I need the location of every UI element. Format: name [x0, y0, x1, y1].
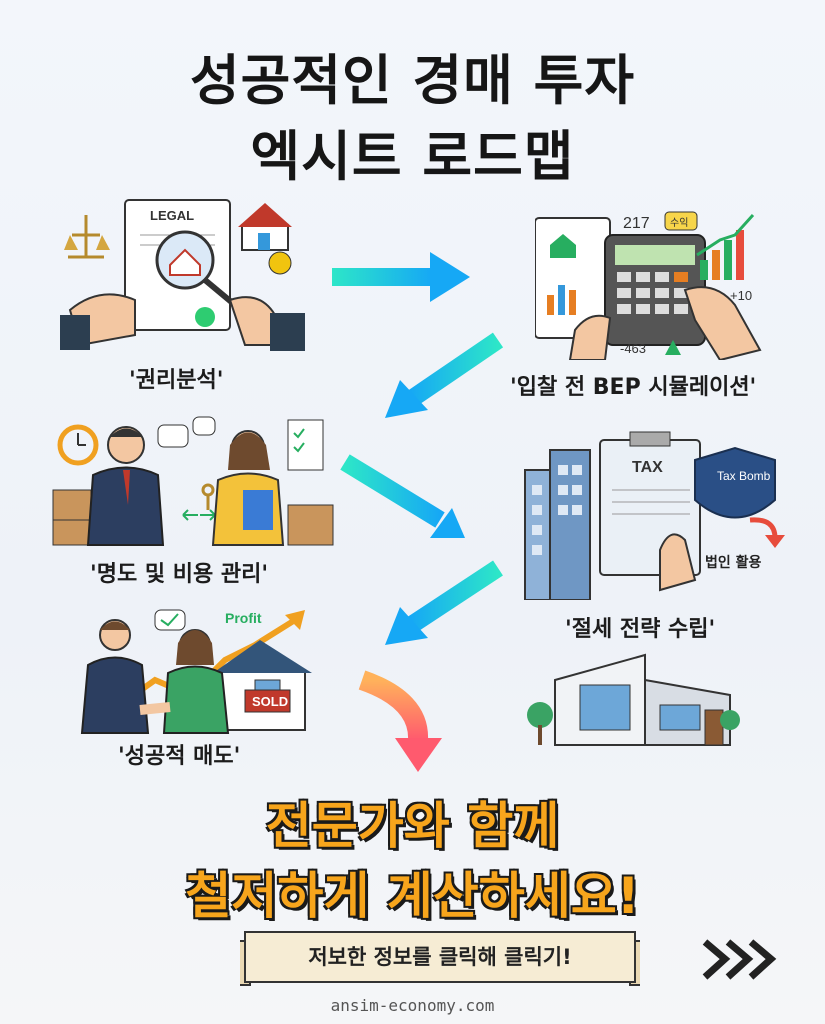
calc-minus: -463 [620, 341, 646, 356]
sold-house-profit-icon: Profit SOLD [80, 609, 312, 734]
arrow-curved-down-icon [358, 670, 442, 772]
step-label-tax-strategy: '절세 전략 수립' [565, 617, 716, 642]
calc-badge: 수익 [670, 217, 688, 229]
cta-part2c: 하세요! [478, 867, 640, 925]
step-label-rights-analysis: '권리분석' [129, 368, 224, 393]
cta-part2b: 계산 [386, 867, 479, 925]
sold-text: SOLD [252, 694, 288, 709]
calc-plus: +10 [730, 288, 752, 303]
legal-document-magnifier-icon: LEGAL [60, 199, 305, 351]
footer-site-url[interactable]: ansim-economy.com [330, 996, 495, 1015]
shield-text: Tax Bomb [717, 469, 771, 483]
step-label-successful-sale: '성공적 매도' [118, 744, 241, 769]
calculator-charts-icon: 217 수익 +10 -463 [535, 211, 762, 360]
legal-text: LEGAL [150, 208, 194, 223]
step-label-bep-simulation: '입찰 전 BEP 시뮬레이션' [510, 375, 757, 400]
page-title-line2: 엑시트 로드맵 [250, 125, 575, 188]
arrow-down-left-icon [385, 332, 504, 418]
profit-text: Profit [225, 610, 262, 626]
info-banner-button[interactable]: 저보한 정보를 클릭해 클릭기! [240, 927, 640, 987]
calc-top-value: 217 [623, 215, 650, 232]
chevron-right-icon[interactable] [700, 937, 780, 982]
step-label-eviction-cost: '명도 및 비용 관리' [90, 562, 269, 587]
flow-arrows [332, 252, 504, 772]
cta-line2: 철저하게 계산하세요! [0, 856, 825, 928]
modern-house-icon [527, 653, 740, 746]
tax-building-icon: TAX Tax Bomb 법인 활용 [524, 431, 785, 600]
corp-text: 법인 활용 [705, 554, 762, 571]
arrow-right-icon [332, 252, 470, 302]
arrow-down-left-icon [385, 560, 503, 645]
page-title-line1: 성공적인 경매 투자 [189, 49, 636, 112]
cta-part1: 전문가와 함께 [265, 797, 560, 855]
banner-label: 저보한 정보를 클릭해 클릭기! [308, 945, 572, 969]
cta-line1: 전문가와 함께 [0, 786, 825, 858]
handshake-keys-icon [52, 416, 334, 546]
cta-part2a: 철저하게 [185, 867, 370, 925]
tax-text: TAX [632, 459, 663, 476]
arrow-down-right-icon [340, 454, 465, 538]
